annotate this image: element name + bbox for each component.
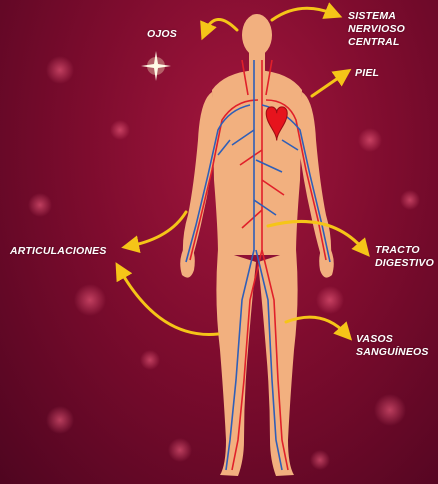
label-ojos: OJOS [147,28,177,41]
label-articulaciones: ARTICULACIONES [10,245,107,258]
label-line: VASOS [356,333,438,346]
label-line: SANGUÍNEOS [356,346,438,359]
label-tracto-digestivo: TRACTO DIGESTIVO [375,244,438,270]
arrow-icon [130,212,186,246]
label-vasos-sanguineos: VASOS SANGUÍNEOS [356,333,438,359]
label-line: SISTEMA [348,10,438,23]
label-piel: PIEL [355,67,379,80]
human-body [180,14,334,476]
sparkle-icon [140,50,172,82]
label-sistema-nervioso-central: SISTEMA NERVIOSO CENTRAL [348,10,438,49]
label-line: CENTRAL [348,36,438,49]
arrow-icon [312,74,344,96]
label-line: TRACTO [375,244,438,257]
label-line: NERVIOSO [348,23,438,36]
arrow-icon [120,270,218,334]
arrow-icon [272,8,334,20]
arrow-icon [205,19,237,32]
label-line: DIGESTIVO [375,257,438,270]
